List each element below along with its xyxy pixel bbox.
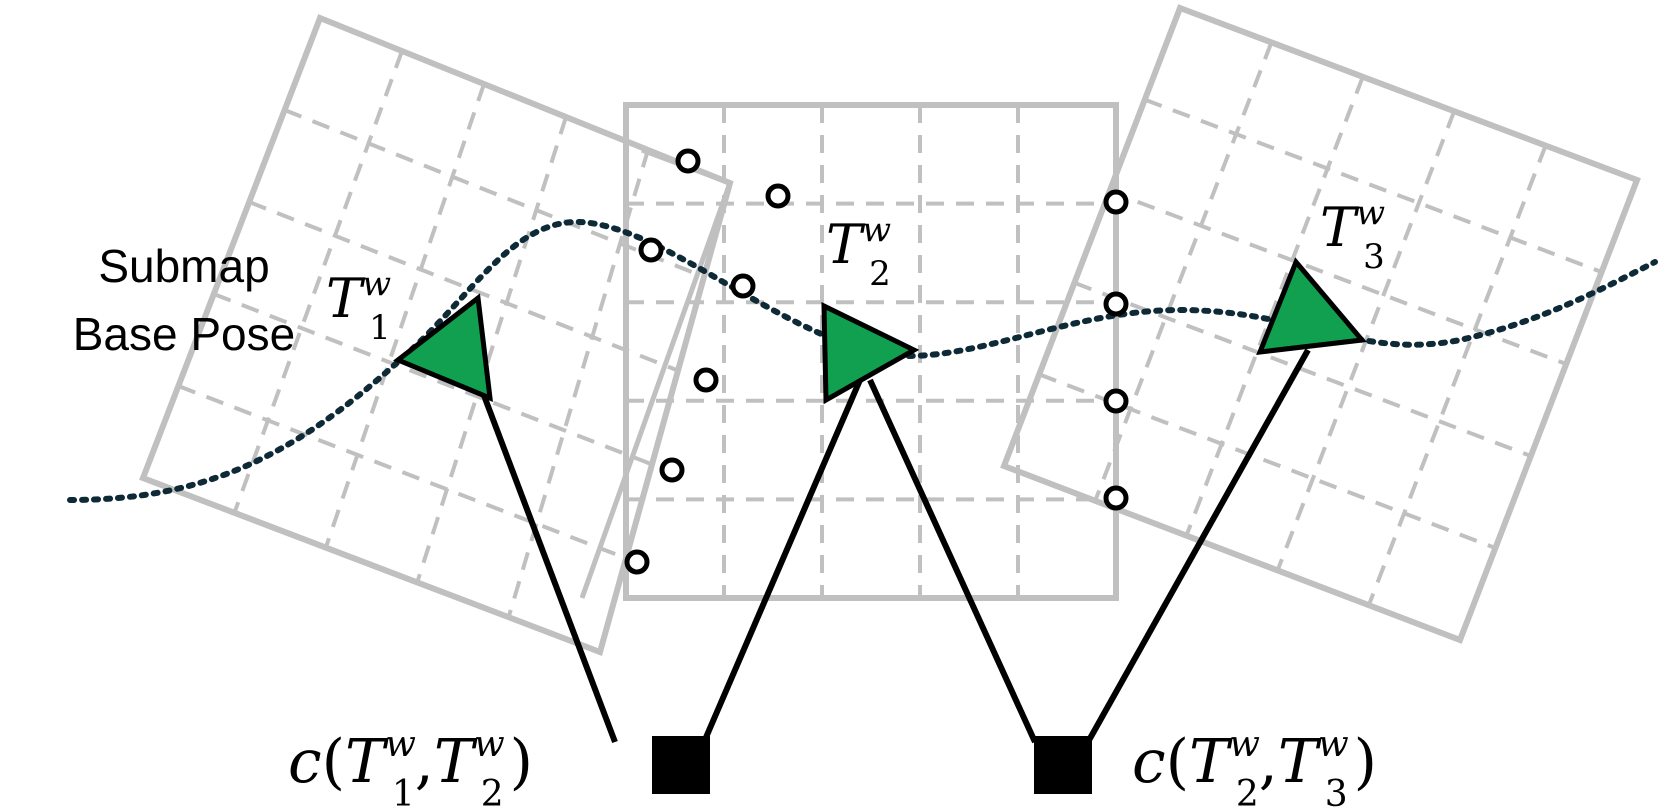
submap-base-poses [393, 257, 1367, 405]
landmark-point [1103, 485, 1129, 511]
submap-grid-line [1144, 97, 1603, 274]
factor-node-12 [652, 736, 710, 794]
submap-grid-line [506, 149, 650, 618]
pose-triangle-2 [821, 301, 920, 405]
submap-outline [623, 102, 1119, 601]
constraint-edges [477, 348, 1311, 744]
submap-grid-center [623, 102, 1119, 601]
submap-grid-line [1366, 144, 1548, 606]
pose-triangle-3 [1256, 257, 1367, 355]
submap-grid-line [1073, 280, 1532, 458]
submap-grid-line [323, 83, 486, 549]
base-pose-label-line1: Submap [98, 240, 269, 292]
submap-grid-line [1093, 41, 1274, 502]
landmark-point [693, 367, 719, 393]
pose-triangle-1 [393, 293, 493, 402]
landmark-point [638, 237, 664, 263]
submap-grid-line [1184, 76, 1365, 537]
submap-grid-line [1038, 372, 1497, 550]
submap-outline [1000, 4, 1641, 644]
edge-factor23-pose2 [867, 378, 1038, 744]
factor-node-23 [1034, 736, 1092, 794]
landmark-point [730, 273, 756, 299]
submap-grid-line [213, 292, 653, 467]
landmark-points [624, 148, 1129, 575]
landmark-point [1103, 189, 1129, 215]
submap-grid-line [283, 108, 705, 279]
landmark-line-b [579, 182, 733, 599]
landmark-point [659, 457, 685, 483]
edge-factor12-pose1 [477, 383, 618, 744]
submap-grid-line [415, 116, 568, 584]
landmark-point [765, 183, 791, 209]
landmark-point [1103, 388, 1129, 414]
landmark-point [1103, 291, 1129, 317]
landmark-point [675, 148, 701, 174]
edge-factor23-pose3 [1085, 348, 1311, 744]
submap-grid-line [248, 200, 679, 373]
submap-grid-left [139, 14, 734, 656]
base-pose-label-line2: Base Pose [73, 308, 295, 360]
submap-grid-right [1000, 4, 1641, 644]
submap-outline [139, 14, 734, 656]
submap-grid-line [232, 50, 404, 514]
submap-grid-line [177, 384, 627, 561]
edge-factor12-pose2 [701, 378, 863, 744]
landmark-point [624, 549, 650, 575]
